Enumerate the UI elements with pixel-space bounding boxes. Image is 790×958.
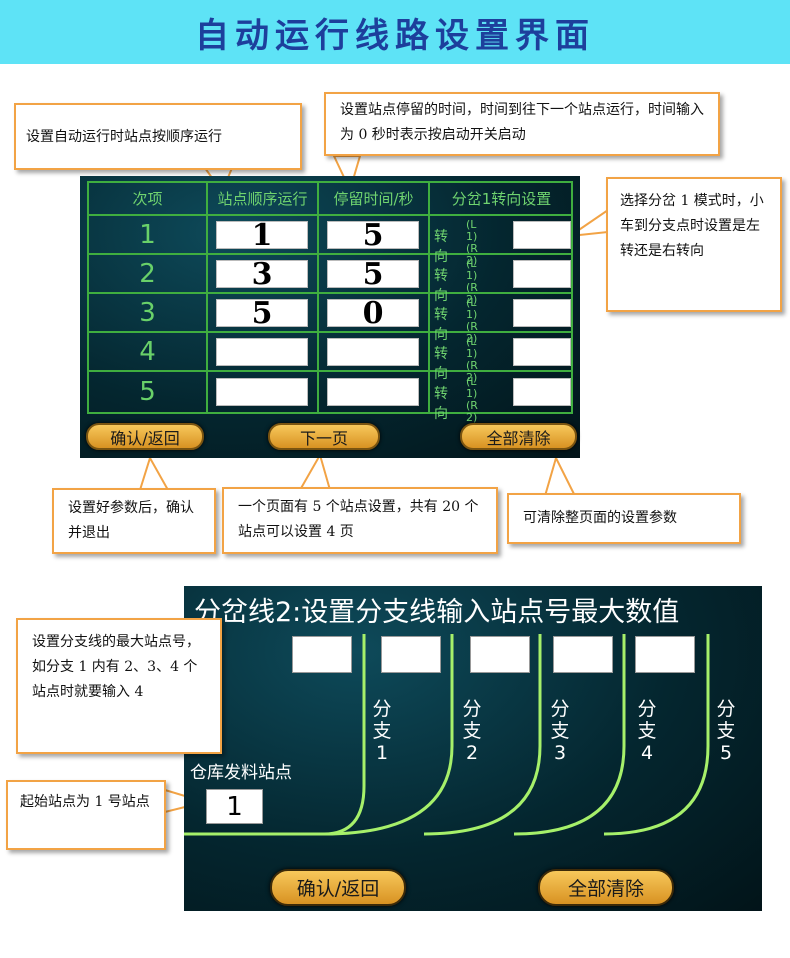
turn-input[interactable] [513, 260, 571, 288]
station-settings-screen: 次项 站点顺序运行 停留时间/秒 分岔1转向设置 1 1 5 转向 (L 1)(… [80, 176, 580, 458]
turn-input[interactable] [513, 378, 571, 406]
turn-label-text: 转向 [434, 268, 448, 304]
turn-options: (L 1)(R 2) [466, 375, 478, 424]
pointer-dwell [332, 155, 362, 193]
callout-clear-all-text: 可清除整页面的设置参数 [523, 510, 677, 526]
next-page-button[interactable]: 下一页 [268, 423, 380, 450]
dwell-input[interactable] [327, 378, 419, 406]
dwell-input[interactable]: 0 [327, 296, 419, 331]
turn-options: (L 1)(R 2) [466, 218, 478, 267]
col-header-index: 次项 [132, 190, 163, 208]
branch-3-max-input[interactable] [470, 636, 530, 673]
row-number: 5 [139, 377, 156, 407]
callout-confirm-text: 设置好参数后，确认并退出 [68, 500, 194, 541]
turn-options: (L 1)(R 2) [466, 257, 478, 306]
callout-branch-max: 设置分支线的最大站点号，如分支 1 内有 2、3、4 个站点时就要输入 4 [16, 618, 222, 754]
pointer-next-page [298, 452, 332, 491]
callout-branch-mode-text: 选择分岔 1 模式时，小车到分支点时设置是左转还是右转向 [620, 193, 764, 259]
turn-label-text: 转向 [434, 386, 448, 422]
callout-auto-run-text: 设置自动运行时站点按顺序运行 [26, 129, 222, 145]
settings-grid: 次项 站点顺序运行 停留时间/秒 分岔1转向设置 1 1 5 转向 (L 1)(… [87, 181, 573, 424]
row-number: 3 [139, 297, 156, 328]
col-header-branch: 分岔1转向设置 [451, 190, 552, 208]
confirm-return-button[interactable]: 确认/返回 [86, 423, 204, 450]
callout-dwell-text: 设置站点停留的时间，时间到往下一个站点运行，时间输入为 0 秒时表示按启动开关启… [340, 102, 704, 143]
row-number: 2 [139, 258, 156, 289]
callout-branch-mode: 选择分岔 1 模式时，小车到分支点时设置是左转还是右转向 [606, 177, 782, 312]
turn-label-text: 转向 [434, 307, 448, 343]
pointer-confirm [138, 455, 170, 491]
col-header-station: 站点顺序运行 [217, 190, 308, 208]
col-header-dwell: 停留时间/秒 [333, 190, 414, 208]
callout-next-page: 一个页面有 5 个站点设置，共有 20 个站点可以设置 4 页 [222, 487, 498, 554]
header-banner: 自动运行线路设置界面 [0, 0, 790, 64]
dwell-input[interactable]: 5 [327, 218, 419, 253]
callout-clear-all: 可清除整页面的设置参数 [507, 493, 741, 544]
branch-1-max-input[interactable] [292, 636, 352, 673]
turn-label-text: 转向 [434, 229, 448, 265]
branch-4-max-input[interactable] [553, 636, 613, 673]
callout-start-station: 起始站点为 1 号站点 [6, 780, 166, 850]
turn-label-text: 转向 [434, 346, 448, 382]
pointer-clear-all [543, 455, 577, 497]
branch-track-diagram [184, 634, 710, 836]
clear-all-button[interactable]: 全部清除 [460, 423, 577, 450]
turn-input[interactable] [513, 338, 571, 366]
page-title: 自动运行线路设置界面 [195, 15, 595, 56]
callout-dwell: 设置站点停留的时间，时间到往下一个站点运行，时间输入为 0 秒时表示按启动开关启… [324, 92, 720, 156]
callout-next-page-text: 一个页面有 5 个站点设置，共有 20 个站点可以设置 4 页 [238, 499, 479, 540]
warehouse-station-label: 仓库发料站点 [190, 763, 292, 783]
callout-confirm: 设置好参数后，确认并退出 [52, 488, 216, 554]
station-input[interactable] [216, 378, 308, 406]
station-input[interactable]: 5 [216, 296, 308, 331]
callout-auto-run: 设置自动运行时站点按顺序运行 [14, 103, 302, 170]
callout-start-station-text: 起始站点为 1 号站点 [20, 794, 150, 810]
branch-screen-title: 分岔线2:设置分支线输入站点号最大数值 [194, 597, 680, 628]
callout-branch-max-text: 设置分支线的最大站点号，如分支 1 内有 2、3、4 个站点时就要输入 4 [32, 634, 200, 700]
turn-input[interactable] [513, 221, 571, 249]
row-number: 4 [139, 336, 156, 367]
turn-options: (L 1)(R 2) [466, 335, 478, 384]
station-input[interactable] [216, 338, 308, 366]
station-input[interactable]: 3 [216, 257, 308, 292]
station-input[interactable]: 1 [216, 218, 308, 253]
dwell-input[interactable]: 5 [327, 257, 419, 292]
clear-all-button-2[interactable]: 全部清除 [538, 869, 674, 906]
dwell-input[interactable] [327, 338, 419, 366]
branch-2-max-input[interactable] [381, 636, 441, 673]
turn-input[interactable] [513, 299, 571, 327]
start-station-input[interactable]: 1 [206, 789, 263, 824]
confirm-return-button-2[interactable]: 确认/返回 [270, 869, 406, 906]
row-number: 1 [139, 219, 156, 250]
turn-options: (L 1)(R 2) [466, 296, 478, 345]
branch-5-max-input[interactable] [635, 636, 695, 673]
